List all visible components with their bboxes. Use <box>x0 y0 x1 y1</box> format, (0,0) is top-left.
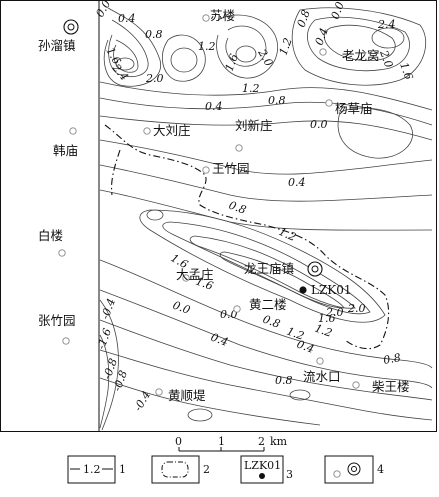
contour-label: 0.0 <box>171 299 192 317</box>
contour-label: 2.0 <box>377 48 396 70</box>
contour-lines <box>99 7 433 431</box>
boundary-line <box>104 124 390 350</box>
contour-label: 1.2 <box>242 82 260 95</box>
village-marker <box>58 249 66 257</box>
contour-label: -0.4 <box>131 389 153 414</box>
contour-label: 0.8 <box>268 94 286 107</box>
contour-label: 1.6 <box>318 312 336 325</box>
legend-index: 1 <box>119 463 126 476</box>
place-label: 柴王楼 <box>372 379 410 394</box>
place-label: 龙王庙镇 <box>244 261 294 276</box>
place-label: 孙溜镇 <box>38 38 76 53</box>
contour-label: 0.4 <box>205 100 223 113</box>
place-label: 大刘庄 <box>153 123 191 138</box>
legend-contour-sample: 1.2 <box>83 463 101 476</box>
map-frame <box>0 0 437 432</box>
contour-label: 0.8 <box>145 28 163 41</box>
borehole-label: LZK01 <box>311 283 352 297</box>
contour-label: 0.0 <box>329 0 347 21</box>
contour-label: 0.8 <box>275 374 293 387</box>
contour-label: 2.4 <box>377 18 396 31</box>
village-marker <box>62 337 70 345</box>
village-marker <box>155 388 163 396</box>
legend-index: 4 <box>377 463 384 476</box>
legend: 1.2 1 2 LZK01 3 4 <box>67 455 384 484</box>
place-label: 张竹园 <box>38 313 76 328</box>
contour-label: 0.4 <box>288 176 306 189</box>
contour-label: 2.0 <box>145 72 164 85</box>
place-label: 老龙窝 <box>342 48 380 63</box>
village-marker <box>316 357 324 365</box>
contour-label: 0.4 <box>118 12 136 25</box>
scale-tick: 1 <box>218 435 225 448</box>
contour-label: 1.2 <box>277 225 298 244</box>
place-label: 王竹园 <box>212 161 250 176</box>
village-marker <box>182 274 190 282</box>
village-marker <box>319 48 327 56</box>
contour-label: 2.0 <box>325 306 344 319</box>
village-marker <box>325 99 333 107</box>
contour-label: 2.0 <box>347 302 366 315</box>
scale-bar: 0 1 2 km <box>175 435 288 452</box>
contour-label: 0.4 <box>209 331 230 349</box>
contour-label: 0.8 <box>261 313 282 331</box>
contour-label: 0.0 <box>310 118 328 131</box>
village-marker <box>352 381 360 389</box>
contour-label: 0.4 <box>313 26 331 47</box>
village-marker <box>69 127 77 135</box>
town-marker <box>63 19 79 35</box>
place-label: 苏楼 <box>210 8 235 23</box>
contour-label: -0.4 <box>99 297 118 321</box>
contour-label: 2.0 <box>255 46 276 69</box>
contour-label: 0.0 <box>220 308 238 321</box>
contour-label: 1.6 <box>223 52 241 73</box>
scale-tick: 2 <box>258 435 265 448</box>
contour-label: 1.2 <box>198 40 216 53</box>
scale-unit: km <box>270 435 288 448</box>
place-label: 杨草庙 <box>335 101 373 116</box>
legend-index: 3 <box>286 468 293 481</box>
contour-label: 0.0 <box>93 0 113 20</box>
contour-label: 1.2 <box>277 36 295 57</box>
contour-label: 0.8 <box>227 199 248 217</box>
place-label: 黄顺堤 <box>168 388 206 403</box>
place-label: 白楼 <box>38 228 63 243</box>
village-marker <box>233 305 241 313</box>
borehole-marker <box>299 286 307 294</box>
contour-label: 1.2 <box>313 322 334 340</box>
place-label: 刘新庄 <box>235 118 273 133</box>
place-label: 大孟庄 <box>176 267 214 282</box>
town-marker <box>311 265 319 273</box>
contour-label: 0.8 <box>295 8 313 29</box>
contour-label: -1.6 <box>95 327 114 351</box>
place-label: 流水口 <box>303 369 341 384</box>
contour-label: 0.4 <box>295 338 316 356</box>
town-marker <box>67 23 75 31</box>
contour-label: 1.6 <box>397 61 415 82</box>
legend-box-boundary <box>151 455 200 484</box>
village-marker <box>235 144 243 152</box>
contour-label: 0.8 <box>382 351 401 367</box>
contour-label: 1.2 <box>285 325 306 343</box>
contour-label: 1.6 <box>194 275 215 293</box>
place-label: 韩庙 <box>53 143 78 158</box>
boundary-line-west <box>111 149 121 196</box>
legend-borehole-sample: LZK01 <box>244 459 281 472</box>
town-marker <box>307 261 323 277</box>
legend-index: 2 <box>203 463 210 476</box>
place-markers: 孙溜镇 苏楼 老龙窝 杨草庙 刘新庄 大刘庄 韩庙 王竹园 白楼 大孟庄 龙王庙… <box>38 8 410 403</box>
village-marker <box>143 127 151 135</box>
village-marker <box>202 166 210 174</box>
place-label: 黄二楼 <box>249 297 287 312</box>
village-marker <box>202 14 210 22</box>
scale-tick: 0 <box>175 435 182 448</box>
